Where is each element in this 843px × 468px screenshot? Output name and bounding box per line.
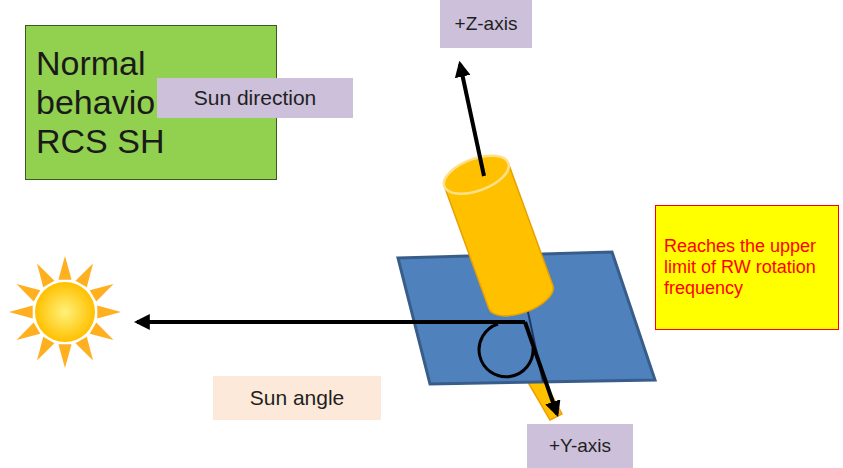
sun-ray	[9, 305, 33, 318]
sun-ray	[76, 264, 94, 288]
sun-ray	[58, 256, 71, 280]
angle-label-box: Sun angle	[213, 376, 381, 420]
label-text: Sun angle	[219, 386, 375, 410]
z-axis-arrow	[460, 64, 484, 176]
sun-direction-arrow	[137, 320, 525, 324]
label-text: Reaches the upper limit of RW rotation f…	[664, 236, 830, 298]
sun-icon	[9, 256, 121, 368]
axis-label-box: +Z-axis	[440, 0, 532, 48]
satellite-body	[439, 148, 558, 323]
sun-ray	[97, 305, 121, 318]
sun-ray	[17, 284, 41, 302]
warning-note-box: Reaches the upper limit of RW rotation f…	[655, 205, 839, 330]
sun-ray	[37, 337, 55, 361]
label-text: +Y-axis	[533, 435, 627, 457]
sun-ray	[17, 323, 41, 341]
axis-label-box: +Y-axis	[527, 424, 633, 468]
sun-disc	[35, 282, 95, 342]
label-text: +Z-axis	[446, 13, 526, 35]
y-axis-arrow	[525, 322, 557, 414]
sun-ray	[90, 284, 114, 302]
sun-ray	[90, 323, 114, 341]
axis-label-box: Sun direction	[157, 78, 353, 118]
sun-ray	[58, 344, 71, 368]
sun-angle-arc	[479, 324, 533, 377]
label-text: Sun direction	[163, 86, 347, 110]
sun-ray	[76, 337, 94, 361]
sun-ray	[37, 264, 55, 288]
